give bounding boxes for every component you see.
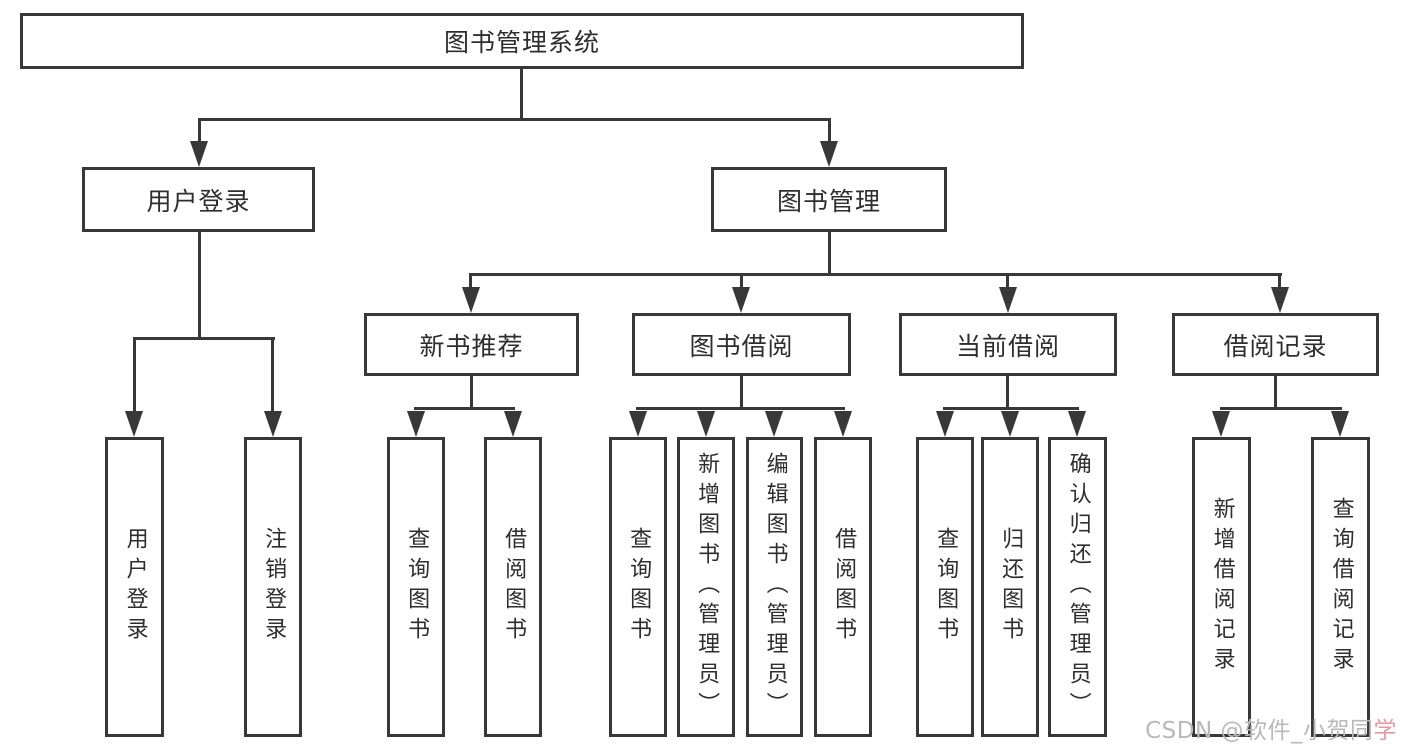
arrow-to-current-borrowing <box>999 287 1017 313</box>
arrow-to-br-query <box>1331 411 1349 437</box>
arrow-to-cb-query <box>936 411 954 437</box>
leaf-nbr-query-books: 查询图书 <box>387 437 445 737</box>
leaf-cb-confirm-return-admin: 确认归还（管理员） <box>1048 437 1107 737</box>
connector-nbr-trunk <box>470 376 473 410</box>
leaf-br-add-record: 新增借阅记录 <box>1192 437 1251 737</box>
node-new-book-recommend: 新书推荐 <box>364 313 579 376</box>
node-book-borrowing-label: 图书借阅 <box>689 331 794 361</box>
csdn-watermark-text: CSDN @软件_小贺同 <box>1145 718 1374 744</box>
node-current-borrowing-label: 当前借阅 <box>955 331 1060 361</box>
arrow-to-bb-query <box>629 411 647 437</box>
connector-stem-current-borrowing <box>1006 276 1009 288</box>
leaf-bb-borrow-books-label: 借阅图书 <box>831 527 857 647</box>
arrow-to-leaf-logout <box>264 411 282 437</box>
connector-bb-hline <box>636 407 845 410</box>
arrow-to-book-management <box>820 141 838 167</box>
connector-stem-borrowing-records <box>1278 276 1281 288</box>
node-current-borrowing: 当前借阅 <box>899 313 1117 376</box>
leaf-bb-add-books-admin: 新增图书（管理员） <box>677 437 735 737</box>
leaf-cb-query-books-label: 查询图书 <box>933 527 959 647</box>
leaf-cb-return-books-label: 归还图书 <box>998 527 1024 647</box>
leaf-br-query-record: 查询借阅记录 <box>1311 437 1370 737</box>
leaf-bb-borrow-books: 借阅图书 <box>814 437 872 737</box>
connector-bb-trunk <box>740 376 743 410</box>
node-new-book-recommend-label: 新书推荐 <box>419 331 524 361</box>
node-book-management-label: 图书管理 <box>776 186 881 216</box>
connector-level1-hline <box>198 118 831 121</box>
connector-book-management-trunk <box>828 232 831 276</box>
node-borrowing-records: 借阅记录 <box>1172 313 1379 376</box>
arrow-to-br-add <box>1212 411 1230 437</box>
arrow-to-bb-borrow <box>834 411 852 437</box>
leaf-bb-query-books: 查询图书 <box>609 437 667 737</box>
leaf-logout-login: 注销登录 <box>244 437 302 737</box>
connector-stem-leaf-user-login <box>133 340 136 411</box>
arrow-to-book-borrowing <box>732 287 750 313</box>
node-root: 图书管理系统 <box>20 13 1024 69</box>
connector-br-hline <box>1220 407 1342 410</box>
connector-stem-user-login <box>198 121 201 143</box>
leaf-user-login: 用户登录 <box>105 437 164 737</box>
arrow-to-nbr-borrow <box>504 411 522 437</box>
node-borrowing-records-label: 借阅记录 <box>1223 331 1328 361</box>
connector-stem-book-borrowing <box>740 276 743 288</box>
arrow-to-cb-confirm <box>1068 411 1086 437</box>
node-book-management: 图书管理 <box>711 167 947 232</box>
leaf-bb-add-books-admin-label: 新增图书（管理员） <box>694 452 720 722</box>
leaf-nbr-borrow-books-label: 借阅图书 <box>501 527 527 647</box>
node-root-label: 图书管理系统 <box>443 28 600 57</box>
arrow-to-new-book-recommend <box>462 287 480 313</box>
leaf-nbr-borrow-books: 借阅图书 <box>484 437 542 737</box>
arrow-to-user-login <box>190 141 208 167</box>
connector-root-trunk <box>520 69 523 118</box>
connector-cb-hline <box>943 407 1079 410</box>
arrow-to-bb-edit <box>765 411 783 437</box>
arrow-to-borrowing-records <box>1271 287 1289 313</box>
arrow-to-bb-add <box>697 411 715 437</box>
leaf-br-add-record-label: 新增借阅记录 <box>1209 497 1235 677</box>
arrow-to-cb-return <box>1001 411 1019 437</box>
connector-br-trunk <box>1274 376 1277 410</box>
connector-user-login-hline <box>133 337 275 340</box>
leaf-br-query-record-label: 查询借阅记录 <box>1328 497 1354 677</box>
leaf-bb-query-books-label: 查询图书 <box>626 527 652 647</box>
arrow-to-nbr-query <box>407 411 425 437</box>
leaf-nbr-query-books-label: 查询图书 <box>404 527 430 647</box>
connector-cb-trunk <box>1006 376 1009 410</box>
leaf-bb-edit-books-admin-label: 编辑图书（管理员） <box>762 452 788 722</box>
leaf-cb-return-books: 归还图书 <box>981 437 1039 737</box>
connector-user-login-trunk <box>198 232 201 340</box>
node-book-borrowing: 图书借阅 <box>632 313 851 376</box>
csdn-watermark-accent: 学 <box>1373 718 1397 744</box>
connector-stem-book-management <box>828 121 831 143</box>
node-user-login-label: 用户登录 <box>146 186 251 216</box>
node-user-login: 用户登录 <box>82 167 315 232</box>
arrow-to-leaf-user-login <box>125 411 143 437</box>
leaf-bb-edit-books-admin: 编辑图书（管理员） <box>746 437 803 737</box>
connector-stem-new-book-recommend <box>469 276 472 288</box>
leaf-cb-query-books: 查询图书 <box>916 437 974 737</box>
leaf-cb-confirm-return-admin-label: 确认归还（管理员） <box>1065 452 1091 722</box>
leaf-user-login-label: 用户登录 <box>122 527 148 647</box>
connector-level2-hline <box>469 273 1282 276</box>
leaf-logout-login-label: 注销登录 <box>261 527 287 647</box>
connector-nbr-hline <box>414 407 515 410</box>
connector-stem-leaf-logout <box>271 340 274 411</box>
csdn-watermark: CSDN @软件_小贺同学 <box>1145 711 1397 745</box>
